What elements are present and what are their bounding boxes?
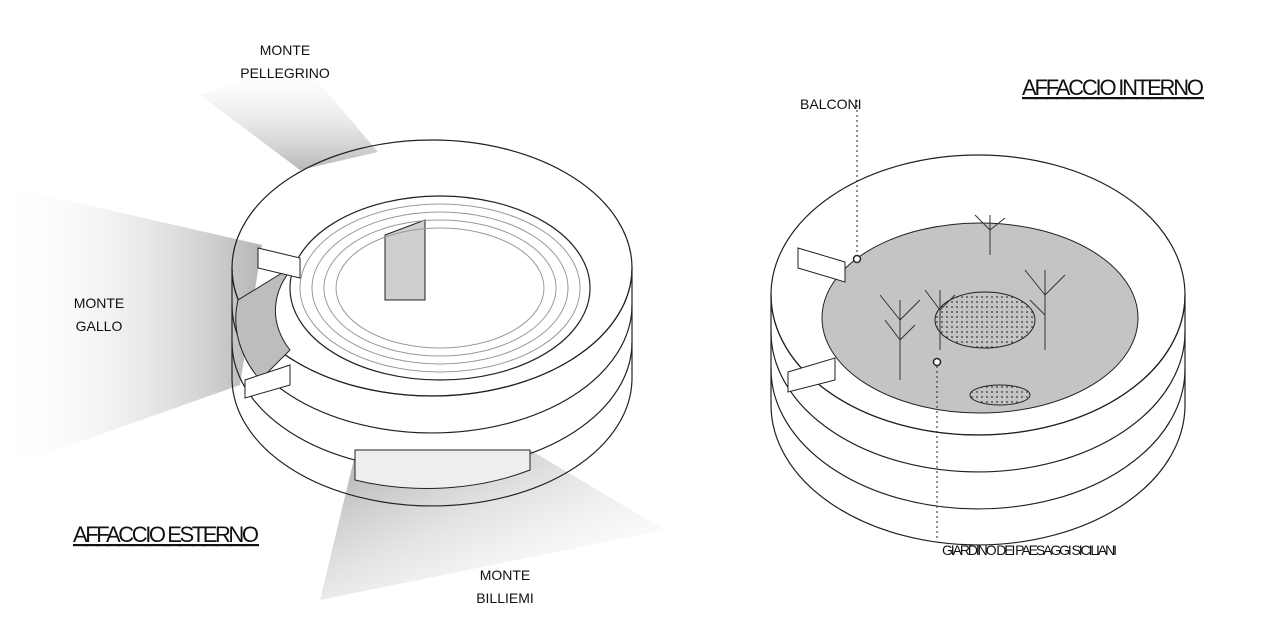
right-title: AFFACCIO INTERNO: [1022, 75, 1204, 100]
label-gallo-1: MONTE: [74, 295, 125, 311]
label-billiemi-1: MONTE: [480, 567, 531, 583]
callout-giardino: GIARDINO DEI PAESAGGI SICILIANI: [942, 542, 1117, 558]
view-beam-pellegrino: [200, 60, 378, 170]
left-building: [231, 139, 633, 507]
label-gallo-2: GALLO: [76, 318, 123, 334]
view-beam-gallo: [0, 185, 262, 470]
right-building: [770, 154, 1186, 546]
left-title: AFFACCIO ESTERNO: [73, 522, 259, 547]
label-pellegrino-1: MONTE: [260, 42, 311, 58]
callout-balconi: BALCONI: [800, 96, 861, 112]
label-billiemi-2: BILLIEMI: [476, 590, 534, 606]
label-pellegrino-2: PELLEGRINO: [240, 65, 330, 81]
